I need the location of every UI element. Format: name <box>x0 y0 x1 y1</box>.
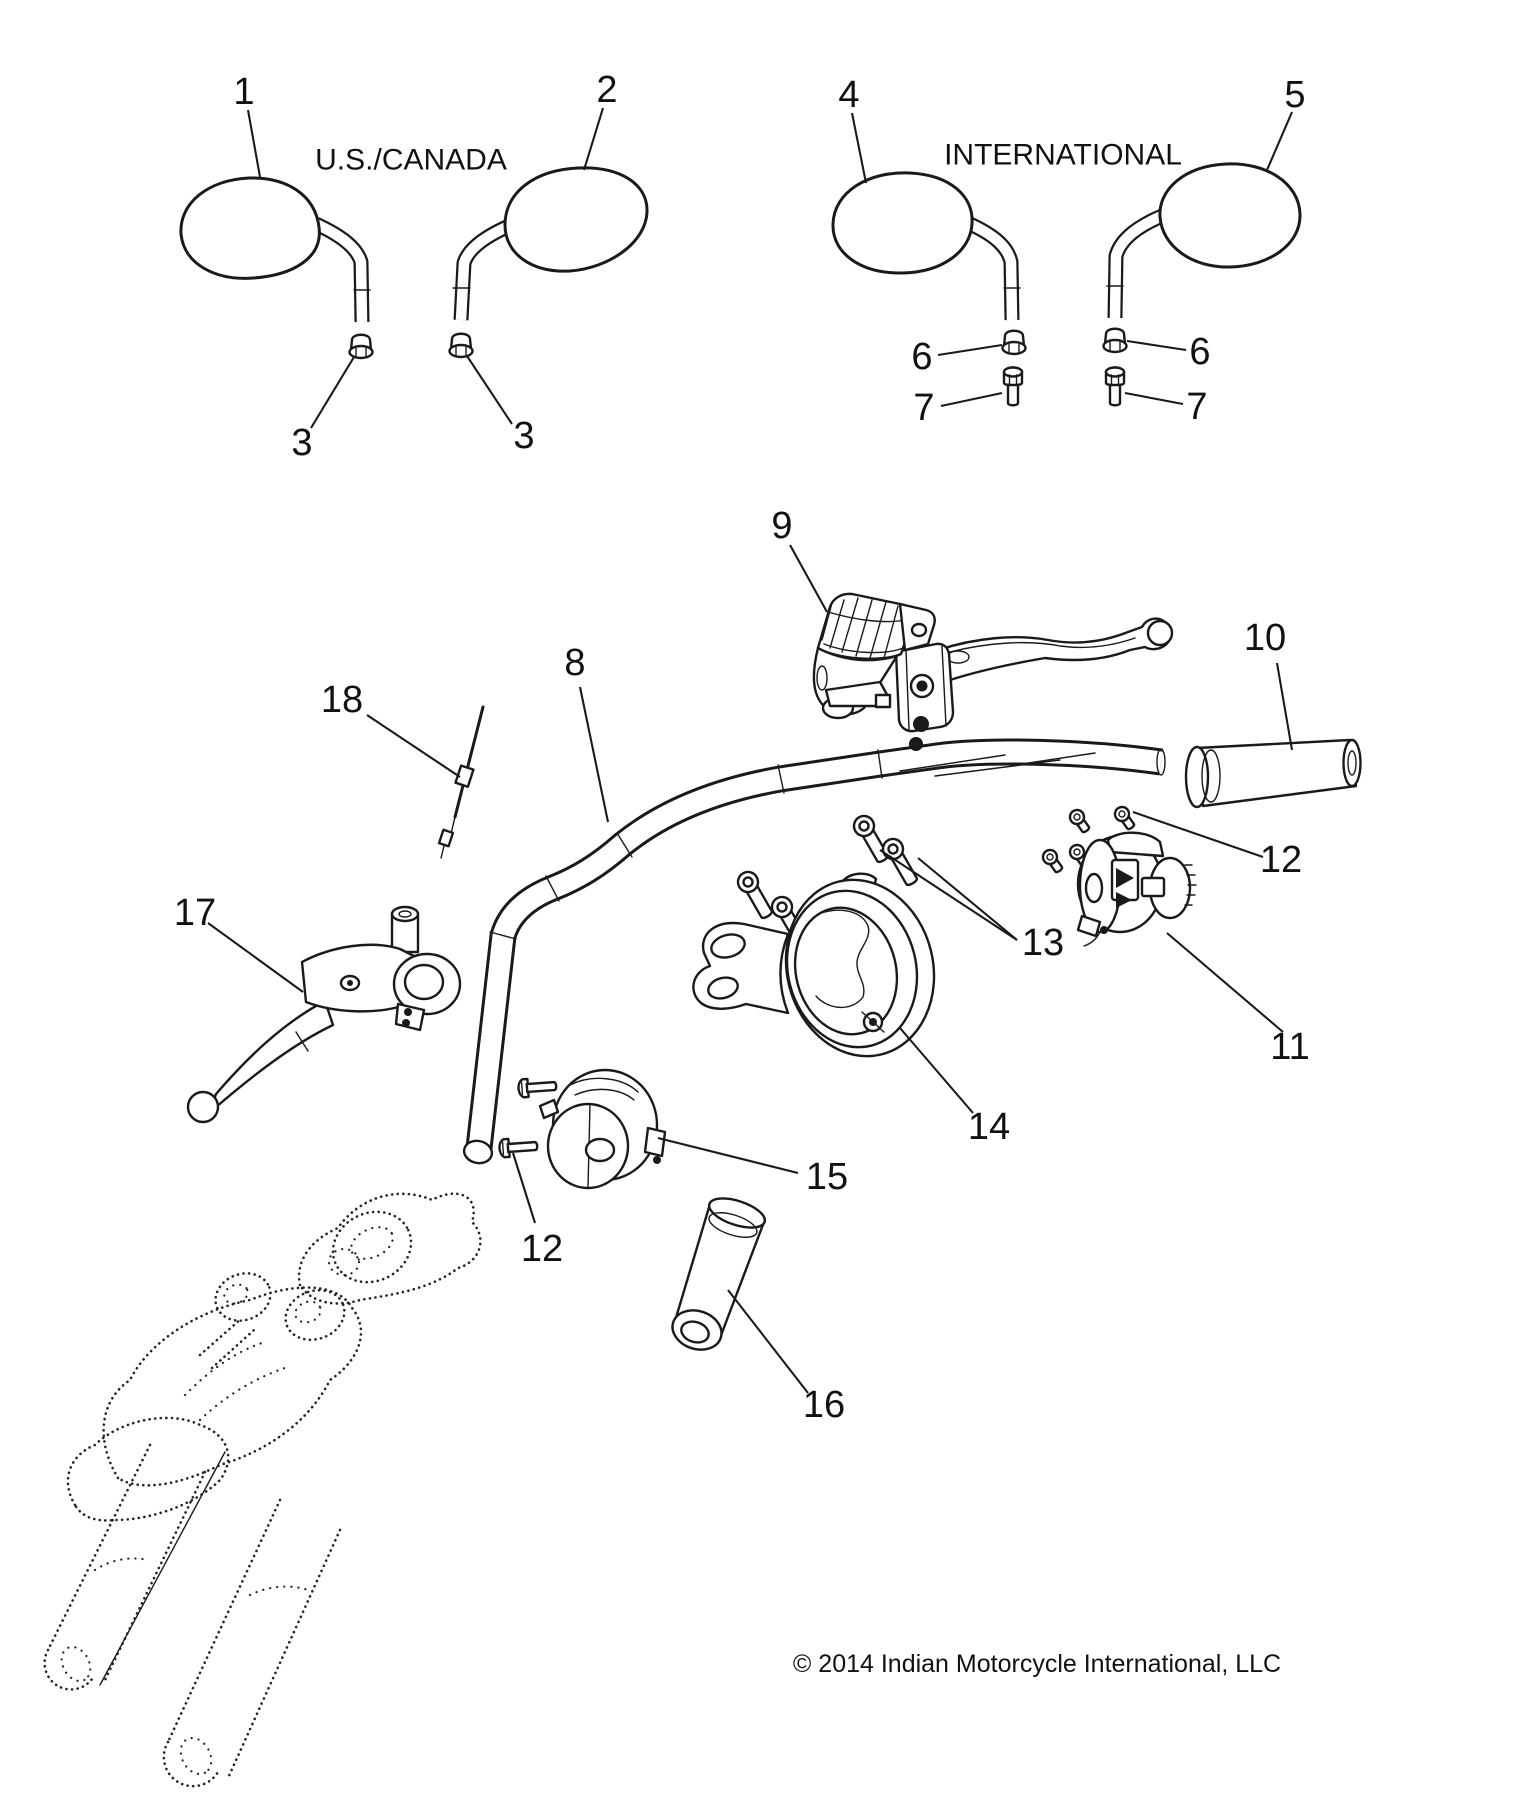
clamp-bolt <box>878 834 923 890</box>
callout-leader-grip-right <box>1275 662 1294 751</box>
callout-mirror-nut-us-left: 3 <box>291 422 312 464</box>
callout-leader-mirror-us-left <box>246 109 262 178</box>
callout-leader-mirror-bolt-intl-right <box>1124 391 1184 406</box>
switch-screw <box>1039 846 1067 877</box>
callout-mirror-bolt-intl-right: 7 <box>1186 386 1207 428</box>
mirror-us-right <box>452 166 649 321</box>
callout-mirror-nut-us-right: 3 <box>513 415 534 457</box>
callout-leader-mirror-intl-left <box>850 112 868 184</box>
clamp-bolt <box>733 867 778 923</box>
callout-handlebar-screws-left: 12 <box>521 1228 563 1270</box>
callout-leader-mirror-nut-intl-left <box>937 343 1003 357</box>
callout-leader-mirror-nut-us-right <box>466 355 513 425</box>
cable-tie <box>437 705 485 859</box>
mirror-nut-intl-left <box>1001 329 1027 356</box>
callout-leader-cable-tie <box>366 714 461 778</box>
callout-leader-handlebar <box>578 686 610 823</box>
mirror-intl-right <box>1106 162 1302 319</box>
clutch-lever <box>186 905 462 1124</box>
grip-right <box>1184 738 1362 809</box>
handlebar-screw <box>516 1075 559 1099</box>
callout-leader-switch-housing-left <box>657 1136 799 1175</box>
mirror-nut-intl-right <box>1102 327 1128 354</box>
brake-master-cylinder <box>812 592 1174 751</box>
mirror-bolt-intl-right <box>1104 366 1126 407</box>
label-international: INTERNATIONAL <box>944 139 1182 172</box>
label-us-canada: U.S./CANADA <box>315 144 507 177</box>
mirror-bolt-intl-left <box>1002 366 1024 407</box>
switch-housing-right <box>1076 831 1197 947</box>
callout-leader-clutch-lever <box>207 922 304 993</box>
callout-leader-brake-master-cylinder <box>789 544 828 613</box>
handlebar-screw <box>497 1135 540 1159</box>
callout-cable-tie: 18 <box>321 679 363 721</box>
callout-leader-switch-screws-right <box>1132 811 1264 858</box>
callout-mirror-us-left: 1 <box>233 71 254 113</box>
callout-leader-mirror-nut-intl-right <box>1126 339 1187 352</box>
callout-leader-grip-left <box>727 1289 809 1394</box>
callout-leader-mirror-intl-right <box>1266 111 1293 171</box>
callout-switch-housing-left: 15 <box>806 1156 848 1198</box>
callout-clamp-bolts: 13 <box>1022 922 1064 964</box>
callout-leader-mirror-us-right <box>582 107 605 171</box>
callout-mirror-us-right: 2 <box>596 69 617 111</box>
callout-headlight-bucket: 14 <box>968 1106 1010 1148</box>
mirror-nut-us-left <box>348 333 374 360</box>
callout-grip-right: 10 <box>1244 617 1286 659</box>
mirror-us-left <box>179 176 371 323</box>
callout-leader-clamp-bolts <box>917 857 1018 941</box>
fork-assembly-phantom <box>43 1192 482 1788</box>
callout-leader-switch-housing-right <box>1166 932 1284 1033</box>
callout-switch-screws-right: 12 <box>1260 839 1302 881</box>
callout-mirror-nut-intl-left: 6 <box>911 336 932 378</box>
callout-handlebar: 8 <box>564 642 585 684</box>
callout-leader-clamp-bolts <box>879 849 1018 941</box>
copyright-text: © 2014 Indian Motorcycle International, … <box>793 1650 1281 1678</box>
callout-leader-handlebar-screws-left <box>511 1152 537 1224</box>
handlebar <box>462 738 1166 1165</box>
callout-leader-mirror-bolt-intl-left <box>940 391 1003 408</box>
headlight-bucket <box>692 872 936 1058</box>
callout-clutch-lever: 17 <box>174 892 216 934</box>
grip-left <box>671 1197 767 1351</box>
switch-screw <box>1111 803 1139 834</box>
callout-leader-mirror-nut-us-left <box>310 356 355 429</box>
switch-housing-left <box>538 1068 667 1190</box>
callout-mirror-bolt-intl-left: 7 <box>913 387 934 429</box>
mirror-nut-us-right <box>448 332 474 359</box>
callout-mirror-nut-intl-right: 6 <box>1189 331 1210 373</box>
callout-mirror-intl-left: 4 <box>838 74 859 116</box>
callout-grip-left: 16 <box>803 1384 845 1426</box>
mirror-intl-left <box>831 171 1021 321</box>
callout-leader-headlight-bucket <box>899 1027 974 1114</box>
callout-switch-housing-right: 11 <box>1270 1026 1309 1068</box>
callout-mirror-intl-right: 5 <box>1284 74 1305 116</box>
callout-brake-master-cylinder: 9 <box>771 505 792 547</box>
switch-screw <box>1066 806 1094 837</box>
